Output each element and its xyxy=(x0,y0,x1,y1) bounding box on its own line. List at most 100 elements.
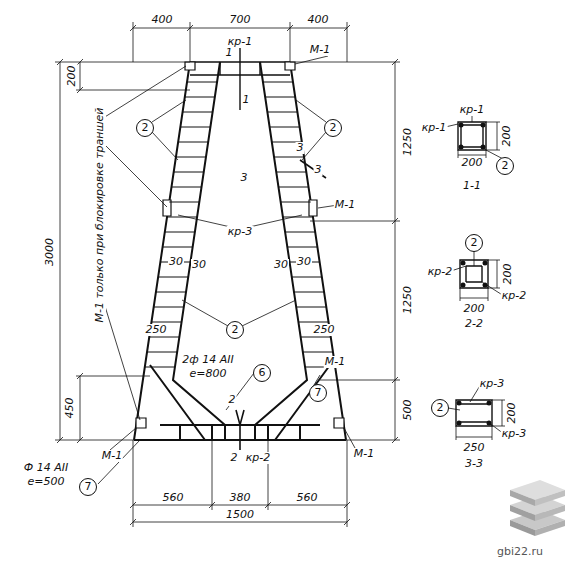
drawing-label: кр-2 xyxy=(427,266,454,278)
drawing-label: кр-1 xyxy=(459,104,486,116)
section-marks xyxy=(236,160,326,450)
dimension-lines xyxy=(55,22,400,527)
rung xyxy=(167,217,197,218)
rung xyxy=(281,202,311,203)
leader-lines xyxy=(98,56,355,484)
drawing-label: 450 xyxy=(64,397,76,420)
rung xyxy=(296,307,326,308)
drawing-label: 2ф 14 АII xyxy=(181,354,234,366)
callout-number: 7 xyxy=(315,387,322,399)
rung xyxy=(147,352,177,353)
rung xyxy=(169,202,199,203)
rung xyxy=(263,82,293,83)
drawing-label: 2-2 xyxy=(464,318,484,330)
callout-number: 2 xyxy=(437,402,444,414)
watermark-icon xyxy=(510,480,565,536)
right-leg xyxy=(255,62,346,440)
rung xyxy=(265,97,295,98)
drawing-label: М-1 xyxy=(353,448,375,460)
rung xyxy=(180,127,210,128)
drawing-label: 3000 xyxy=(44,237,56,267)
drawing-label: 3 xyxy=(314,164,323,176)
drawing-label: М-1 только при блокировке траншей xyxy=(94,106,106,323)
drawing-label: кр-1 xyxy=(421,122,448,134)
drawing-label: кр-3 xyxy=(479,378,506,390)
top-bars xyxy=(190,40,290,110)
drawing-label: 1250 xyxy=(402,285,414,315)
drawing-label: 200 xyxy=(502,263,514,286)
drawing-label: 250 xyxy=(463,442,486,454)
callout-number: 2 xyxy=(502,160,509,172)
drawing-label: 250 xyxy=(313,324,336,336)
drawing-label: 1500 xyxy=(225,509,255,521)
callout-circle: 2 xyxy=(226,321,244,339)
callout-number: 2 xyxy=(471,237,478,249)
callout-number: 2 xyxy=(232,324,239,336)
drawing-label: 30 xyxy=(273,259,289,271)
drawing-label: 3 xyxy=(240,172,249,184)
drawing-label: 200 xyxy=(66,65,78,88)
callout-circle: 2 xyxy=(465,234,483,252)
drawing-label: 500 xyxy=(402,399,414,422)
callout-number: 6 xyxy=(259,367,266,379)
drawing-label: 1 xyxy=(242,94,251,106)
drawing-label: 1250 xyxy=(402,127,414,157)
callout-circle: 2 xyxy=(324,119,342,137)
callout-number: 7 xyxy=(85,481,92,493)
rung xyxy=(152,322,182,323)
drawing-label: 200 xyxy=(506,402,518,425)
drawing-label: кр-3 xyxy=(501,428,528,440)
rung xyxy=(172,187,202,188)
rung xyxy=(174,172,204,173)
rung xyxy=(267,112,297,113)
rung xyxy=(285,232,315,233)
rung xyxy=(279,187,309,188)
drawing-label: 30 xyxy=(191,259,207,271)
rung xyxy=(154,307,184,308)
left-leg xyxy=(134,62,225,440)
watermark: gbi22.ru xyxy=(496,546,544,558)
drawing-label: кр-2 xyxy=(501,290,528,302)
drawing-label: 400 xyxy=(307,14,330,26)
section-3-3 xyxy=(456,400,492,426)
callout-circle: 7 xyxy=(309,384,327,402)
drawing-label: 1-1 xyxy=(462,180,482,192)
drawing-label: М-1 xyxy=(101,450,123,462)
drawing-label: 200 xyxy=(501,125,513,148)
drawing-label: Ф 14 АII xyxy=(23,462,69,474)
drawing-label: 30 xyxy=(296,256,312,268)
callout-circle: 7 xyxy=(79,478,97,496)
drawing-label: е=800 xyxy=(189,368,228,380)
rung xyxy=(276,172,306,173)
drawing-label: 380 xyxy=(229,492,252,504)
drawing-label: М-1 xyxy=(324,356,346,368)
drawing-label: 3-3 xyxy=(464,458,484,470)
drawing-label: М-1 xyxy=(309,44,331,56)
drawing-label: 560 xyxy=(296,492,319,504)
callout-circle: 2 xyxy=(431,399,449,417)
rung xyxy=(185,97,215,98)
embedded-plates xyxy=(136,62,344,428)
drawing-label: кр-3 xyxy=(227,226,254,238)
drawing-label: кр-2 xyxy=(245,452,272,464)
rung xyxy=(187,82,217,83)
rung xyxy=(183,112,213,113)
rung xyxy=(156,292,186,293)
drawing-label: М-1 xyxy=(334,199,356,211)
drawing-label: 1 xyxy=(225,47,234,59)
rung xyxy=(178,142,208,143)
rung xyxy=(165,232,195,233)
rung xyxy=(163,247,193,248)
callout-number: 2 xyxy=(142,122,149,134)
drawing-label: 560 xyxy=(162,492,185,504)
rung xyxy=(270,127,300,128)
callout-number: 2 xyxy=(330,122,337,134)
drawing-label: 400 xyxy=(151,14,174,26)
drawing-label: 700 xyxy=(229,14,252,26)
callout-circle: 2 xyxy=(496,157,514,175)
rung xyxy=(303,352,333,353)
drawing-label: 2 xyxy=(230,452,239,464)
ladder-rungs xyxy=(145,82,335,367)
rung xyxy=(145,367,175,368)
